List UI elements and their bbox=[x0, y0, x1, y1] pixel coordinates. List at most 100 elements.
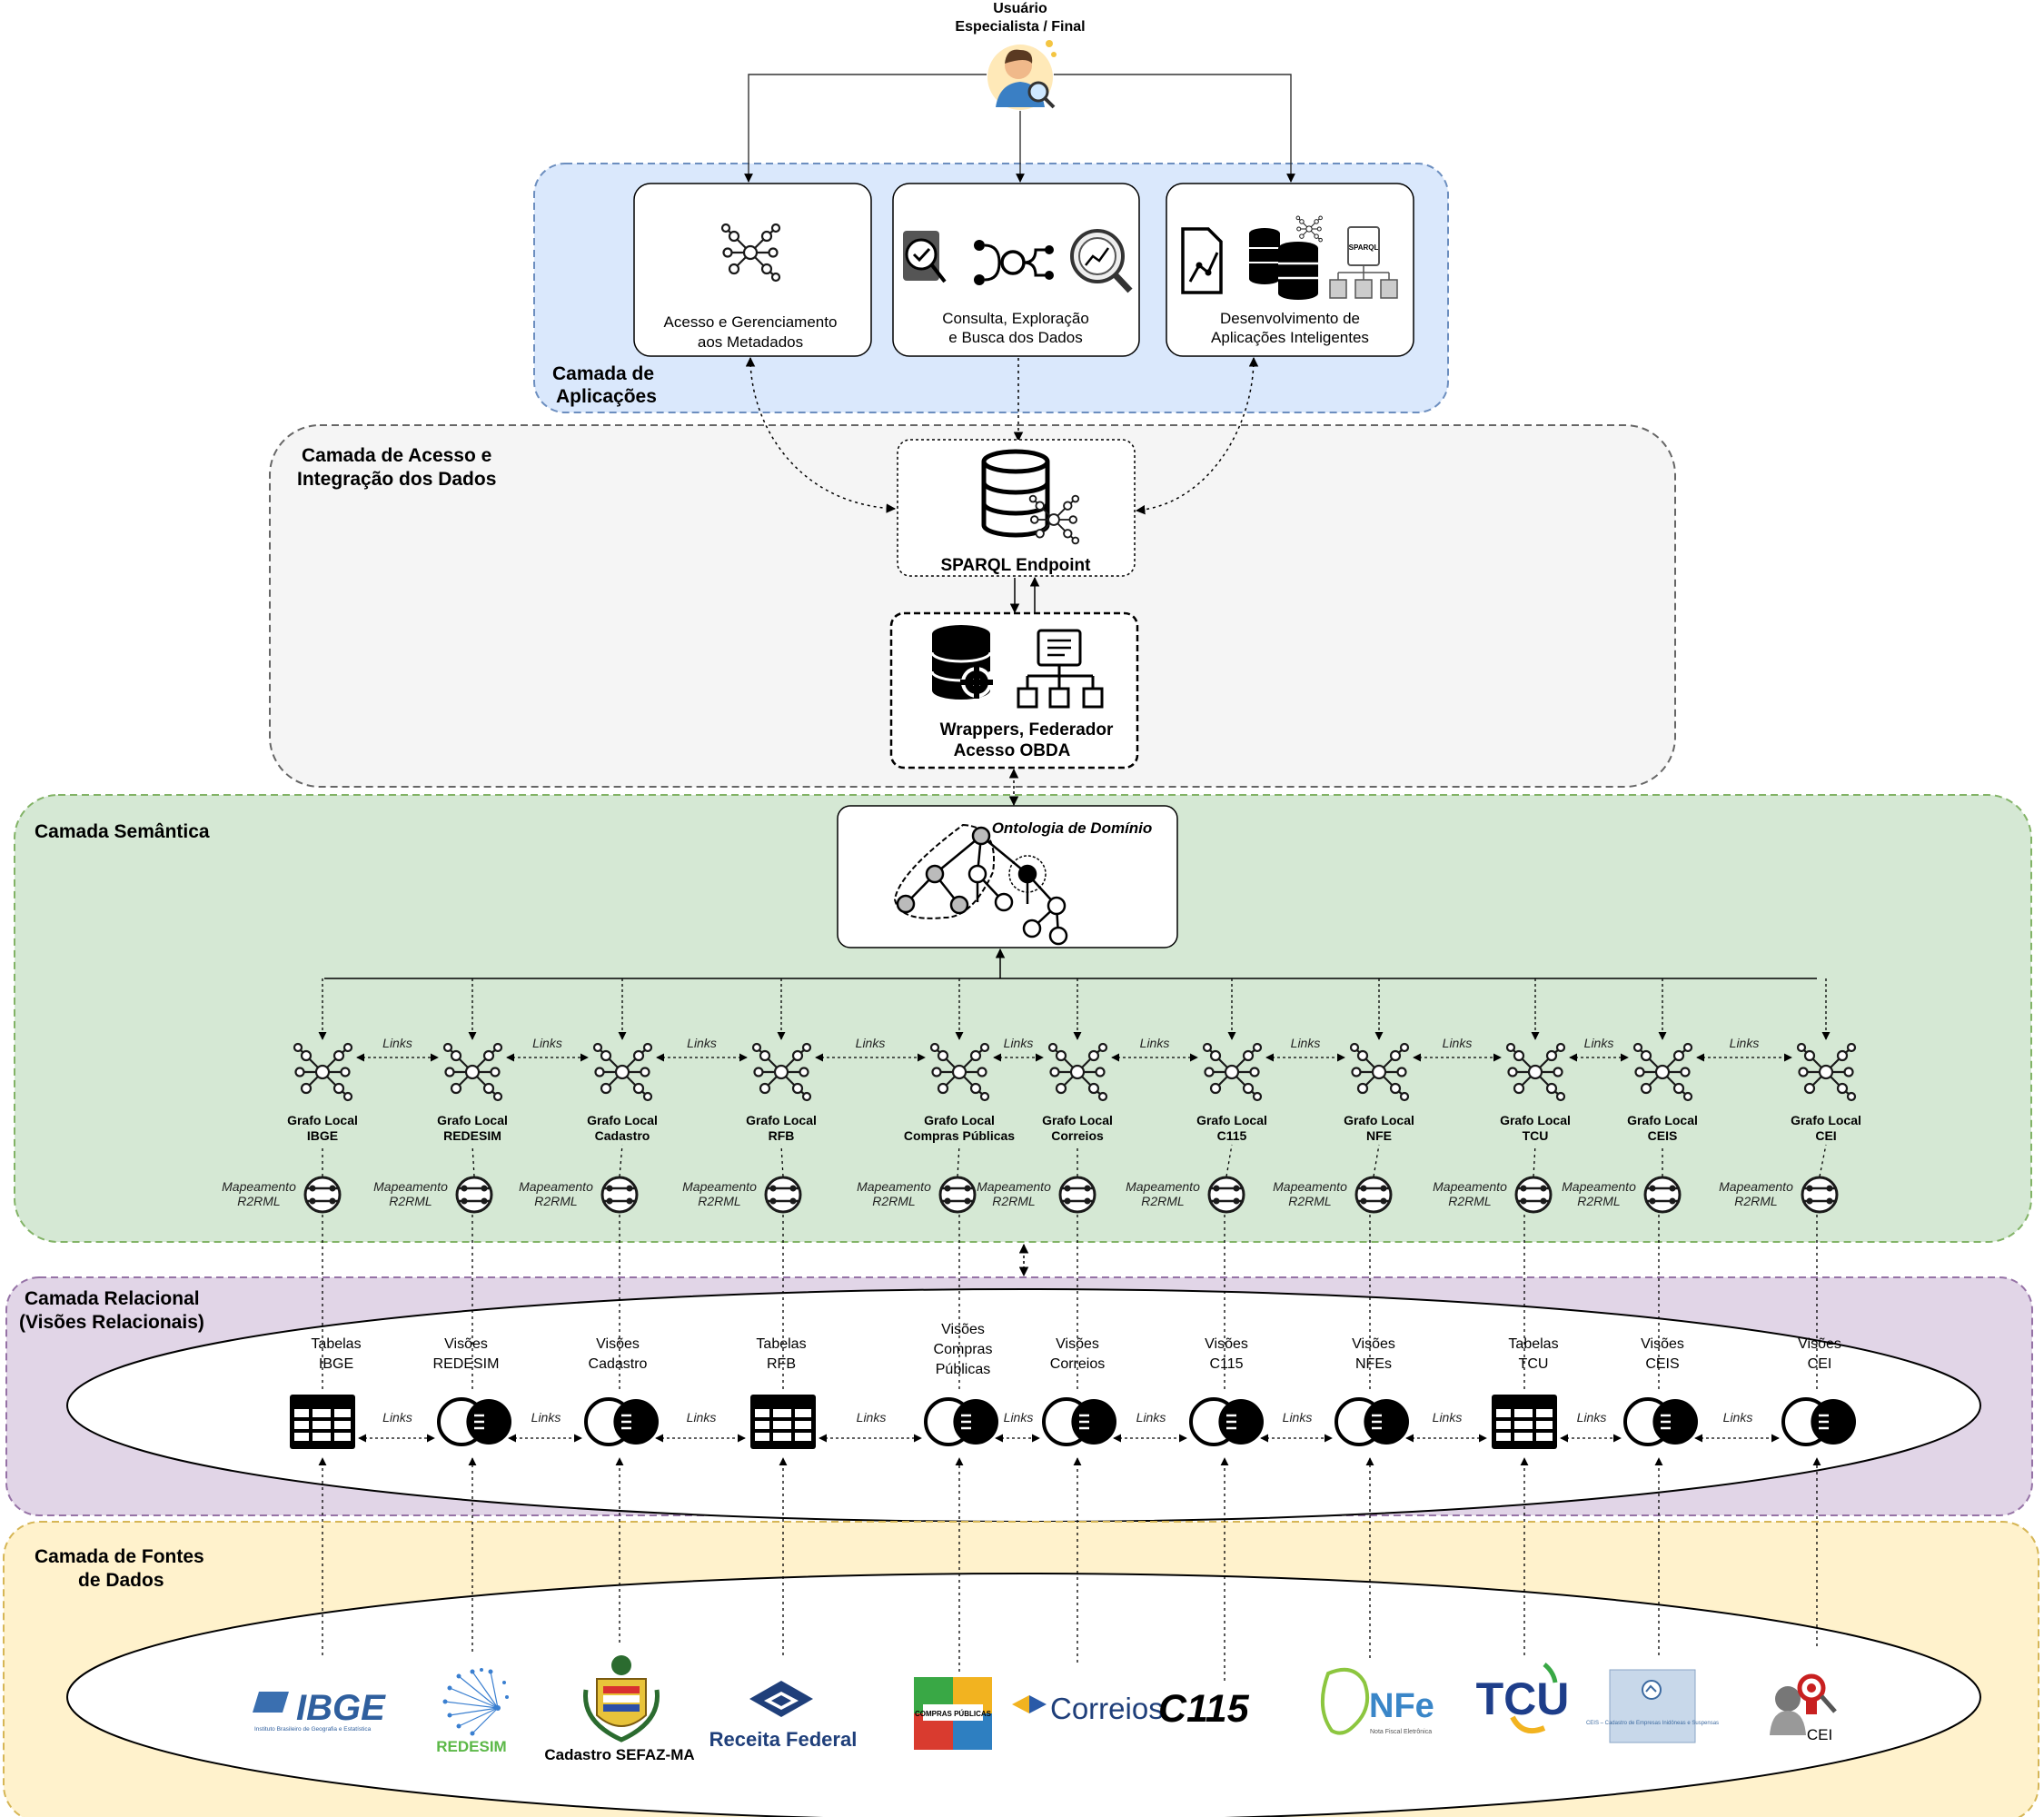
cei-logo: CEI bbox=[1770, 1673, 1837, 1743]
table-icon-8[interactable] bbox=[1492, 1395, 1557, 1449]
redesim-logo-text: REDESIM bbox=[436, 1738, 506, 1755]
analytics-search-icon bbox=[1070, 229, 1133, 293]
graph-label: Grafo Local bbox=[1627, 1113, 1698, 1127]
graph-label-source: TCU bbox=[1523, 1128, 1549, 1143]
mapping-icon-6 bbox=[1207, 1176, 1245, 1214]
metadata-app-label-1: Acesso e Gerenciamento bbox=[664, 313, 838, 331]
relational-label: Visões bbox=[596, 1336, 640, 1352]
links-label: Links bbox=[1283, 1410, 1313, 1425]
mapping-icon-1 bbox=[455, 1176, 493, 1214]
user-avatar-icon bbox=[987, 40, 1057, 110]
tcu-logo: TCU bbox=[1476, 1663, 1569, 1733]
mapping-label-2: R2RML bbox=[698, 1194, 740, 1208]
graph-label-source: C115 bbox=[1217, 1128, 1247, 1143]
correios-logo: Correios bbox=[1012, 1692, 1164, 1725]
view-icon-5[interactable] bbox=[1042, 1397, 1118, 1446]
access-layer-title-2: Integração dos Dados bbox=[297, 469, 496, 490]
ontology-box[interactable] bbox=[837, 805, 1178, 948]
graph-label: Grafo Local bbox=[1196, 1113, 1267, 1127]
mapping-label-2: R2RML bbox=[237, 1194, 280, 1208]
mapping-icon-10 bbox=[1801, 1176, 1839, 1214]
ontology-label: Ontologia de Domínio bbox=[992, 819, 1153, 837]
graph-label-source: REDESIM bbox=[443, 1128, 501, 1143]
receita-federal-logo: Receita Federal bbox=[709, 1681, 858, 1751]
relational-label-2: TCU bbox=[1519, 1356, 1549, 1372]
nfe-logo-subtitle: Nota Fiscal Eletrônica bbox=[1370, 1729, 1432, 1735]
table-icon-3[interactable] bbox=[750, 1395, 816, 1449]
c115-logo: C115 bbox=[1158, 1687, 1250, 1731]
sparql-badge-text: SPARQL bbox=[1349, 243, 1379, 252]
relational-label: Tabelas bbox=[756, 1336, 806, 1352]
mapping-label: Mapeamento bbox=[1273, 1179, 1347, 1194]
relational-label-2: Compras bbox=[934, 1342, 993, 1357]
compras-publicas-logo: COMPRAS PÚBLICAS bbox=[914, 1677, 992, 1750]
graph-label: Grafo Local bbox=[437, 1113, 508, 1127]
sefaz-ma-logo: Cadastro SEFAZ-MA bbox=[544, 1655, 695, 1763]
mapping-label-2: R2RML bbox=[534, 1194, 577, 1208]
mapping-icon-9 bbox=[1643, 1176, 1682, 1214]
mapping-label-2: R2RML bbox=[872, 1194, 915, 1208]
relational-layer-title: Camada Relacional bbox=[25, 1288, 200, 1309]
mapping-icon-2 bbox=[600, 1176, 639, 1214]
semantic-layer bbox=[14, 794, 2032, 1243]
mapping-label-2: R2RML bbox=[389, 1194, 432, 1208]
table-icon-0[interactable] bbox=[290, 1395, 355, 1449]
ceis-logo: CEIS – Cadastro de Empresas Inidôneas e … bbox=[1586, 1669, 1719, 1743]
mapping-label: Mapeamento bbox=[857, 1179, 931, 1194]
relational-label: Visões bbox=[1205, 1336, 1248, 1352]
mapping-icon-3 bbox=[764, 1176, 802, 1214]
view-icon-4[interactable] bbox=[924, 1397, 1000, 1446]
sparql-document-icon: SPARQL bbox=[1329, 226, 1398, 299]
relational-label-3: Públicas bbox=[936, 1362, 990, 1377]
graph-label-source: CEI bbox=[1815, 1128, 1836, 1143]
database-gear-icon bbox=[930, 625, 993, 700]
relational-label-2: Correios bbox=[1050, 1356, 1105, 1372]
relational-label: Visões bbox=[1798, 1336, 1841, 1352]
relational-label-2: C115 bbox=[1209, 1356, 1243, 1372]
user-label-2: Especialista / Final bbox=[955, 19, 1085, 35]
view-icon-1[interactable] bbox=[437, 1397, 513, 1446]
links-label: Links bbox=[532, 1036, 562, 1050]
nfe-logo: NFe Nota Fiscal Eletrônica bbox=[1320, 1667, 1434, 1735]
links-label: Links bbox=[1291, 1036, 1321, 1050]
view-icon-7[interactable] bbox=[1335, 1397, 1411, 1446]
view-icon-6[interactable] bbox=[1189, 1397, 1265, 1446]
mapping-icon-8 bbox=[1514, 1176, 1553, 1214]
query-app-label-2: e Busca dos Dados bbox=[948, 329, 1082, 346]
relational-label: Tabelas bbox=[311, 1336, 361, 1352]
mapping-icon-7 bbox=[1354, 1176, 1393, 1214]
apps-layer-title: Camada de bbox=[552, 363, 654, 384]
redesim-logo: REDESIM bbox=[436, 1668, 509, 1755]
dev-app-label-2: Aplicações Inteligentes bbox=[1211, 329, 1369, 346]
view-icon-9[interactable] bbox=[1623, 1397, 1700, 1446]
metadata-app-box[interactable] bbox=[633, 183, 872, 357]
graph-label-source: Compras Públicas bbox=[904, 1128, 1015, 1143]
links-label: Links bbox=[857, 1410, 887, 1425]
c115-logo-text: C115 bbox=[1158, 1687, 1250, 1731]
sefaz-logo-text: Cadastro SEFAZ-MA bbox=[544, 1746, 694, 1763]
mapping-label: Mapeamento bbox=[373, 1179, 448, 1194]
links-label: Links bbox=[1577, 1410, 1607, 1425]
links-label: Links bbox=[856, 1036, 886, 1050]
mapping-icon-0 bbox=[303, 1176, 342, 1214]
mapping-label-2: R2RML bbox=[1141, 1194, 1184, 1208]
view-icon-2[interactable] bbox=[584, 1397, 660, 1446]
links-label: Links bbox=[687, 1410, 717, 1425]
mapping-label-2: R2RML bbox=[1288, 1194, 1331, 1208]
ibge-logo: IBGE Instituto Brasileiro de Geografia e… bbox=[253, 1688, 386, 1733]
mapping-label: Mapeamento bbox=[682, 1179, 757, 1194]
links-label: Links bbox=[1140, 1036, 1170, 1050]
links-label: Links bbox=[1004, 1410, 1034, 1425]
workflow-icon bbox=[974, 240, 1054, 285]
relational-label-2: CEI bbox=[1808, 1356, 1832, 1372]
graph-label-source: CEIS bbox=[1648, 1128, 1678, 1143]
view-icon-10[interactable] bbox=[1781, 1397, 1858, 1446]
ceis-logo-text: CEIS – Cadastro de Empresas Inidôneas e … bbox=[1586, 1721, 1719, 1726]
receita-logo-text: Receita Federal bbox=[709, 1728, 858, 1751]
sources-layer-title: Camada de Fontes bbox=[35, 1546, 204, 1567]
relational-label-2: IBGE bbox=[319, 1356, 353, 1372]
graph-label: Grafo Local bbox=[1500, 1113, 1571, 1127]
mapping-label: Mapeamento bbox=[1126, 1179, 1200, 1194]
mapping-label: Mapeamento bbox=[1433, 1179, 1507, 1194]
relational-label-2: REDESIM bbox=[433, 1356, 500, 1372]
